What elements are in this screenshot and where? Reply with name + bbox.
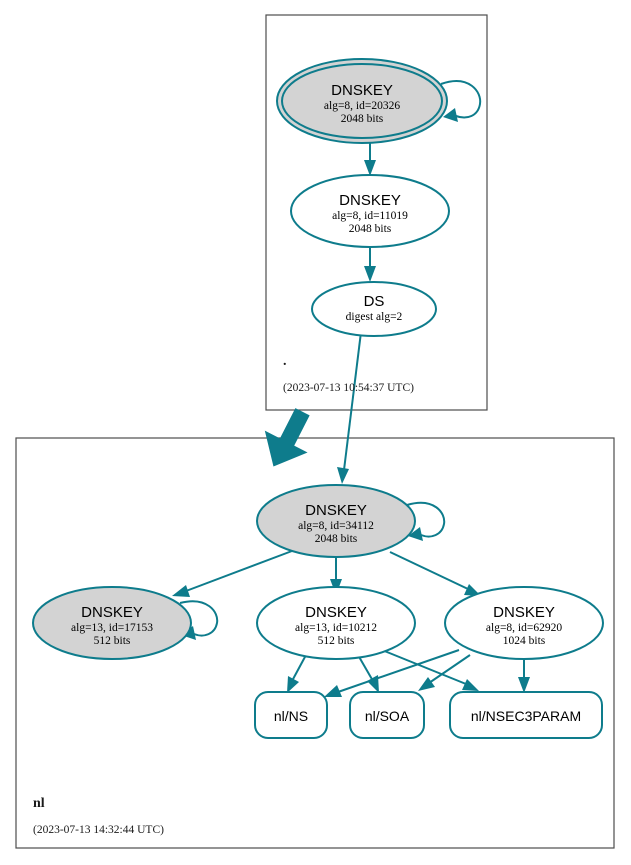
node-nl-ksk-dnskey-34112[interactable]: DNSKEY alg=8, id=34112 2048 bits <box>256 484 416 558</box>
node-nl-dnskey-62920[interactable]: DNSKEY alg=8, id=62920 1024 bits <box>444 586 604 660</box>
zone-label-root-timestamp: (2023-07-13 10:54:37 UTC) <box>283 382 414 394</box>
edge-key10212-to-nsec3param <box>381 649 479 691</box>
node-nl-ksk-title: DNSKEY <box>305 502 367 519</box>
node-rrset-nl-nsec3param[interactable]: nl/NSEC3PARAM <box>449 691 603 739</box>
node-rrset-nl-soa[interactable]: nl/SOA <box>349 691 425 739</box>
node-root-ksk-alg: alg=8, id=20326 <box>324 100 400 112</box>
node-nl-key17153-title: DNSKEY <box>81 604 143 621</box>
edge-root-ksk-selfsign <box>440 80 482 122</box>
node-root-zsk-bits: 2048 bits <box>349 223 392 235</box>
edge-key62920-to-ns <box>324 649 460 697</box>
node-nl-dnskey-17153[interactable]: DNSKEY alg=13, id=17153 512 bits <box>32 586 192 660</box>
node-nl-key62920-alg: alg=8, id=62920 <box>486 622 562 634</box>
node-nl-key17153-bits: 512 bits <box>94 635 131 647</box>
zone-label-nl-name: nl <box>33 796 45 811</box>
node-nl-ksk-bits: 2048 bits <box>315 533 358 545</box>
node-root-ds[interactable]: DS digest alg=2 <box>311 281 437 337</box>
edge-key10212-to-ns <box>287 654 307 693</box>
node-nl-key62920-title: DNSKEY <box>493 604 555 621</box>
rrset-nl-soa-label: nl/SOA <box>365 708 410 724</box>
edge-nl-ksk-selfsign <box>406 502 446 541</box>
edge-key62920-to-soa <box>418 654 471 691</box>
rrset-nl-ns-label: nl/NS <box>274 708 308 724</box>
node-root-ksk-bits: 2048 bits <box>341 113 384 125</box>
edge-nl-ksk-to-key62920 <box>389 551 481 596</box>
node-root-ds-digest: digest alg=2 <box>346 311 403 323</box>
edge-nl-ksk-to-key17153 <box>172 550 293 597</box>
node-nl-key10212-bits: 512 bits <box>318 635 355 647</box>
node-nl-key62920-bits: 1024 bits <box>503 635 546 647</box>
zone-label-root-name: . <box>283 354 287 369</box>
node-root-zsk-dnskey-11019[interactable]: DNSKEY alg=8, id=11019 2048 bits <box>290 174 450 248</box>
zone-label-nl-timestamp: (2023-07-13 14:32:44 UTC) <box>33 824 164 836</box>
arrow-delegation-root-to-nl <box>264 408 310 467</box>
node-root-ksk-title: DNSKEY <box>331 82 393 99</box>
node-nl-ksk-alg: alg=8, id=34112 <box>298 520 374 532</box>
edge-ds-to-nl-ksk <box>337 331 362 484</box>
node-root-zsk-alg: alg=8, id=11019 <box>332 210 408 222</box>
rrset-nl-nsec3param-label: nl/NSEC3PARAM <box>471 708 581 724</box>
node-rrset-nl-ns[interactable]: nl/NS <box>254 691 328 739</box>
edge-root-zsk-to-ds <box>364 245 376 282</box>
node-nl-key10212-title: DNSKEY <box>305 604 367 621</box>
node-nl-key17153-alg: alg=13, id=17153 <box>71 622 153 634</box>
node-root-zsk-title: DNSKEY <box>339 192 401 209</box>
node-nl-dnskey-10212[interactable]: DNSKEY alg=13, id=10212 512 bits <box>256 586 416 660</box>
node-root-ksk-dnskey-20326[interactable]: DNSKEY alg=8, id=20326 2048 bits <box>276 58 448 144</box>
node-root-ds-title: DS <box>364 293 385 310</box>
node-nl-key10212-alg: alg=13, id=10212 <box>295 622 377 634</box>
